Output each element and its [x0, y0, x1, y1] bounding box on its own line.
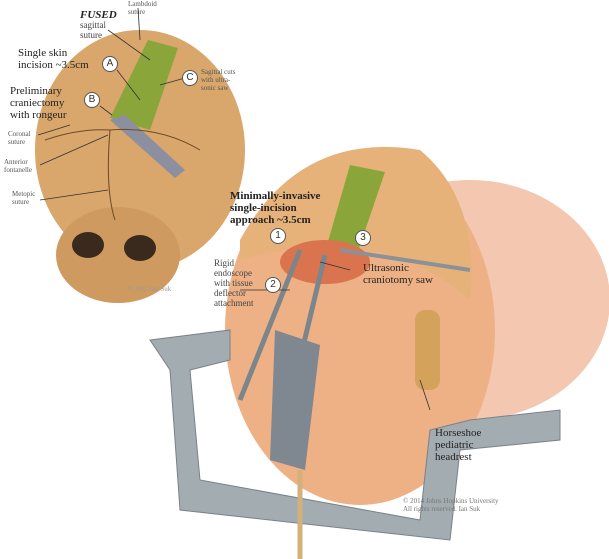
saw-label: Ultrasonic craniotomy saw — [363, 262, 433, 286]
skull-sutures — [44, 128, 201, 221]
copyright-watermark: © 2014 Johns Hopkins University All righ… — [403, 497, 499, 513]
leader-lines — [37, 7, 431, 411]
skull-eye-right — [124, 235, 156, 261]
headrest-label: Horseshoe pediatric headrest — [435, 427, 482, 463]
endoscope-label: Rigid endoscope with tissue deflector at… — [214, 258, 254, 308]
preliminary-craniectomy-label: Preliminary craniectomy with rongeur — [10, 85, 67, 121]
anterior-fontanelle-label: Anterior fontanelle — [4, 158, 32, 174]
marker-3: 3 — [355, 230, 371, 246]
marker-2: 2 — [265, 277, 281, 293]
marker-1: 1 — [270, 228, 286, 244]
fused-label: FUSED — [80, 9, 117, 21]
marker-c: C — [182, 70, 198, 86]
lambdoid-suture-label: Lambdoid suture — [128, 0, 157, 16]
saw-handle — [270, 330, 320, 470]
skull-eye-left — [72, 232, 104, 258]
skull-cranium — [35, 30, 245, 270]
skull-face — [56, 207, 180, 303]
head-strip — [325, 165, 385, 260]
sagittal-suture-label: sagittal suture — [80, 20, 106, 40]
endoscope-shaft — [237, 249, 303, 401]
sagittal-cuts-label: Sagittal cuts with ultra- sonic saw — [201, 68, 236, 92]
saw-cable — [339, 248, 471, 272]
coronal-suture-label: Coronal suture — [8, 130, 31, 146]
single-skin-incision-label: Single skin incision ~3.5cm — [18, 47, 89, 71]
headrest-frame — [149, 329, 561, 541]
skull-instrument — [110, 115, 185, 178]
metopic-suture-label: Metopic suture — [12, 190, 36, 206]
headrest-pad-right — [415, 310, 440, 390]
skull-strip — [110, 40, 178, 130]
skull-signature: © JHU Ian Suk — [128, 285, 172, 293]
marker-a: A — [102, 56, 118, 72]
marker-b: B — [84, 92, 100, 108]
approach-label: Minimally-invasive single-incision appro… — [230, 190, 321, 226]
